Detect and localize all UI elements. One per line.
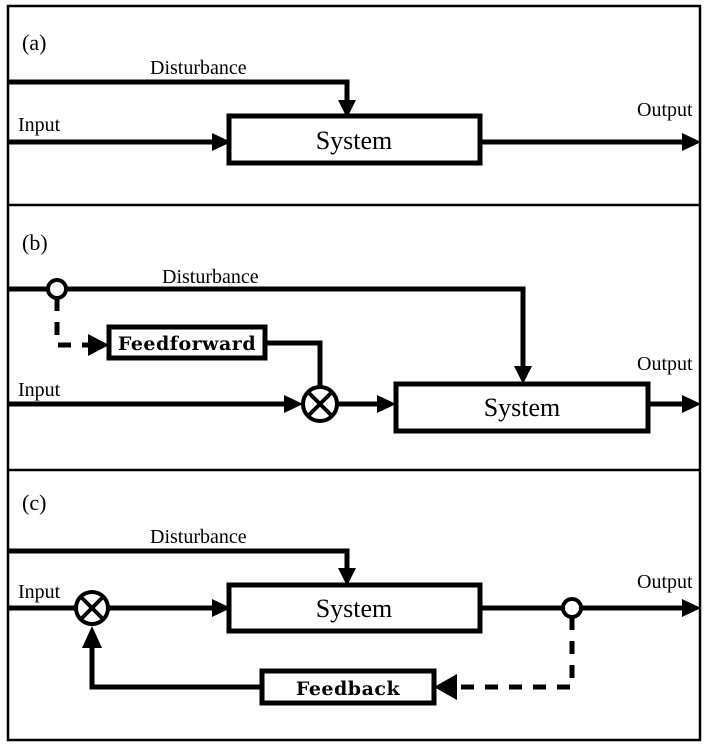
panel-c-feedback-return-arrowhead: [82, 626, 102, 648]
panel-a-output-arrowhead: [682, 133, 701, 151]
panel-c-feedback-block[interactable]: [259, 668, 437, 706]
panel-b-system-label: System: [484, 393, 561, 422]
panel-b-input-arrowhead: [284, 395, 303, 413]
panel-a-open-loop: (a) Disturbance Input System Output: [9, 30, 701, 166]
panel-b-system-block[interactable]: [393, 381, 651, 434]
panel-c-disturbance-label: Disturbance: [150, 526, 247, 548]
panel-c-feedback-measure-path: [460, 617, 575, 690]
panel-b-output-arrowhead: [682, 395, 701, 413]
panel-a-tag: (a): [22, 30, 46, 55]
panel-c-disturbance-arrowhead: [338, 568, 356, 586]
panel-a-disturbance-path: [9, 79, 350, 104]
panel-b-feedforward-control: (b) Disturbance Feedforward Input System: [9, 230, 701, 434]
panel-c-output-sensor-node[interactable]: [561, 597, 583, 619]
panel-b-sum-to-system-arrowhead: [377, 395, 396, 413]
panel-b-disturbance-label: Disturbance: [162, 266, 259, 288]
panel-c-input-label: Input: [18, 581, 61, 603]
panel-c-feedback-return-path: [89, 644, 262, 690]
panel-c-system-label: System: [316, 594, 393, 623]
panel-a-disturbance-arrowhead: [338, 100, 356, 118]
panel-c-output-arrowhead: [682, 599, 701, 617]
panel-b-feedforward-measure-arrowhead: [88, 334, 109, 356]
panel-b-disturbance-arrowhead: [514, 366, 532, 384]
figure-outer-frame: [6, 4, 702, 742]
panel-c-summing-junction-cross-2: [79, 595, 105, 621]
panel-b-disturbance-sensor-node[interactable]: [46, 278, 68, 300]
panel-c-disturbance-path: [9, 548, 350, 572]
panel-c-tag: (c): [22, 490, 46, 515]
panel-a-system-label: System: [316, 126, 393, 155]
panel-a-input-arrowhead: [212, 133, 231, 151]
panel-b-input-label: Input: [18, 379, 61, 401]
panel-a-disturbance-label: Disturbance: [150, 57, 247, 79]
panel-a-output-label: Output: [637, 99, 693, 121]
panel-b-disturbance-path: [9, 286, 526, 370]
panel-b-summing-junction-cross-2: [306, 390, 334, 418]
panel-c-feedback-measure-arrowhead: [434, 674, 457, 700]
panel-b-tag: (b): [22, 230, 48, 255]
panel-b-feedforward-label: Feedforward: [118, 333, 256, 355]
panel-c-output-label: Output: [637, 571, 693, 593]
panel-b-output-label: Output: [637, 353, 693, 375]
panel-c-system-block[interactable]: [226, 582, 483, 634]
panel-c-sum-to-system-arrowhead: [212, 599, 231, 617]
panel-c-feedback-label: Feedback: [296, 678, 401, 700]
panel-b-feedforward-measure-path: [54, 298, 90, 348]
panel-c-feedback-control: (c) Disturbance Input System Output: [9, 490, 701, 706]
panel-b-feedforward-to-sum-path: [265, 340, 323, 387]
panel-a-input-label: Input: [18, 114, 61, 136]
